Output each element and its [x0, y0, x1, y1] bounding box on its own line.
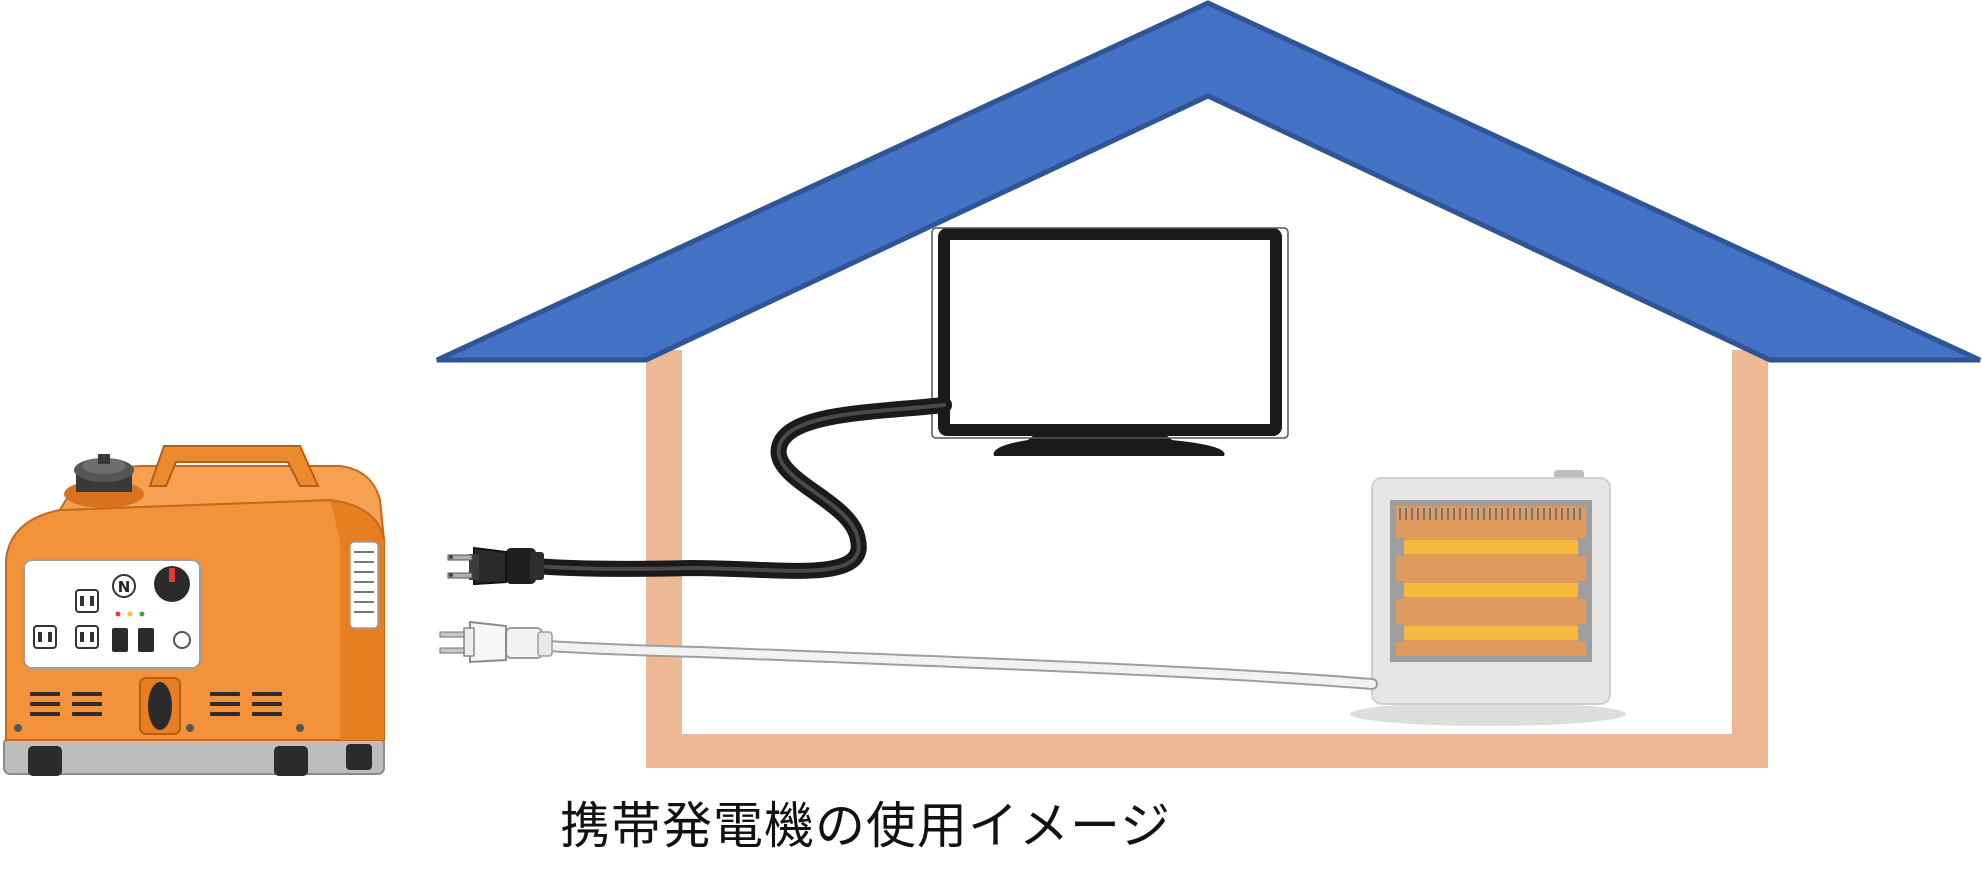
front-vents [30, 692, 282, 716]
portable-generator: N [3, 445, 385, 776]
panel-letter: N [118, 578, 131, 596]
electric-heater [1350, 470, 1626, 726]
diagram-caption: 携帯発電機の使用イメージ [560, 797, 1171, 855]
control-panel: N [23, 559, 201, 669]
house-roof [435, 0, 1982, 363]
tv-power-cord [527, 397, 952, 579]
heater-bars [1396, 538, 1586, 642]
television [931, 227, 1289, 456]
fuel-cap [64, 454, 144, 508]
recoil-starter [139, 677, 181, 735]
tv-stand [993, 430, 1225, 456]
black-plug [447, 546, 544, 586]
heater-vent [1399, 508, 1581, 520]
side-vent [349, 541, 379, 629]
white-plug [439, 620, 553, 664]
house [435, 0, 1982, 768]
generator-handle [148, 445, 320, 487]
tv-screen [938, 228, 1282, 436]
